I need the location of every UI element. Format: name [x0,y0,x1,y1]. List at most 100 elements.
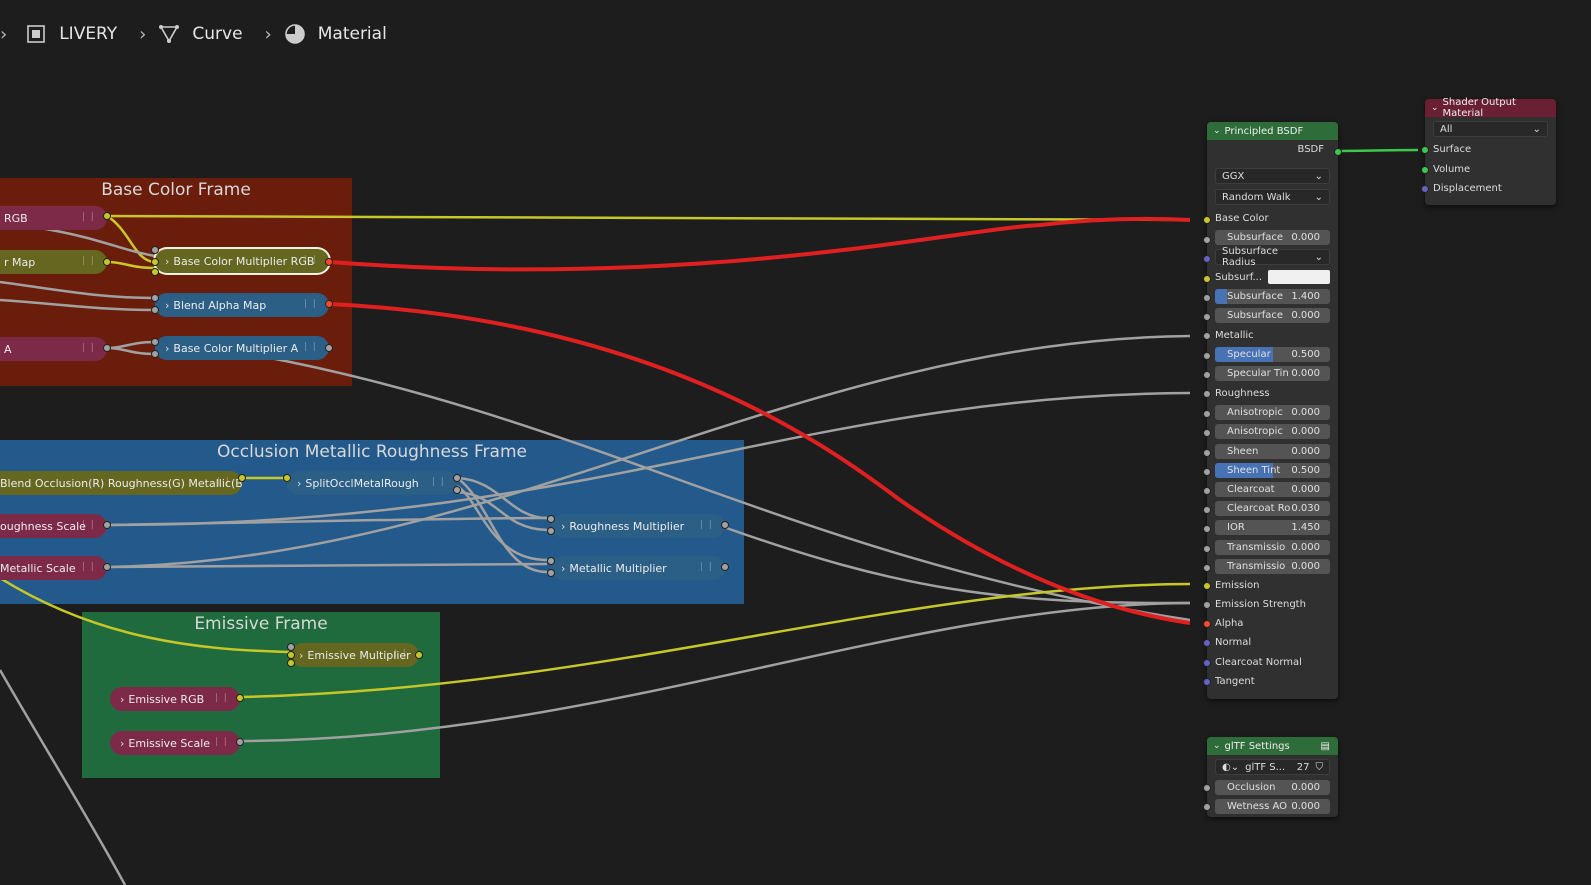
subsurface-aniso-socket[interactable] [1203,313,1211,321]
output-socket[interactable] [103,258,111,266]
output-socket[interactable] [325,344,333,352]
group-node-base-color-multiplier-a[interactable]: ›Base Color Multiplier A❘❘ [155,336,329,360]
surface-socket[interactable] [1421,146,1429,154]
group-node-metallic-scale[interactable]: Metallic Scale❘❘ [0,556,107,580]
output-socket[interactable] [721,521,729,529]
base-color-socket[interactable] [1203,216,1211,224]
occlusion-socket[interactable] [1203,784,1211,792]
specular-tint-socket[interactable] [1203,371,1211,379]
roughness-input[interactable]: Roughness [1215,385,1330,401]
color-swatch[interactable] [1268,270,1330,284]
node-group-selector[interactable]: ◐⌄ glTF S... 27 ⛉ [1215,759,1330,775]
specular-socket[interactable] [1203,352,1211,360]
input-socket[interactable] [547,557,555,565]
output-socket[interactable] [415,651,423,659]
breadcrumb-object[interactable]: LIVERY [25,23,117,45]
group-node-split-orm[interactable]: ›SplitOcclMetalRough❘❘ [287,471,457,495]
input-socket[interactable] [547,515,555,523]
target-select[interactable]: All⌄ [1433,121,1548,137]
distribution-select[interactable]: GGX⌄ [1215,168,1330,184]
subsurface-radius-socket[interactable] [1203,255,1211,263]
fake-user-icon[interactable]: ⛉ [1315,761,1324,773]
volume-socket[interactable] [1421,166,1429,174]
output-socket[interactable] [103,212,111,220]
roughness-socket[interactable] [1203,390,1211,398]
emission-strength-socket[interactable] [1203,601,1211,609]
wetness-ao-socket[interactable] [1203,803,1211,811]
collapse-icon[interactable]: ⌄ [1213,126,1221,136]
transmission-socket[interactable] [1203,545,1211,553]
input-socket[interactable] [151,350,159,358]
output-socket[interactable] [236,694,244,702]
output-socket[interactable] [238,474,246,482]
base-color-input[interactable]: Base Color [1215,210,1330,226]
group-node-metallic-multiplier[interactable]: ›Metallic Multiplier❘❘ [551,556,725,580]
alpha-input[interactable]: Alpha [1215,615,1330,631]
input-socket[interactable] [547,527,555,535]
sheen-tint-socket[interactable] [1203,468,1211,476]
tangent-input[interactable]: Tangent [1215,673,1330,689]
anisotropic-rotation-socket[interactable] [1203,429,1211,437]
output-socket[interactable] [236,738,244,746]
emission-socket[interactable] [1203,582,1211,590]
alpha-socket[interactable] [1203,620,1211,628]
anisotropic-socket[interactable] [1203,410,1211,418]
output-socket[interactable] [103,344,111,352]
principled-bsdf-node[interactable]: ⌄Principled BSDF BSDF GGX⌄ Random Walk⌄ … [1207,122,1338,699]
subsurface-method-select[interactable]: Random Walk⌄ [1215,189,1330,205]
output-socket[interactable] [325,258,333,266]
input-socket[interactable] [151,294,159,302]
input-socket[interactable] [287,643,295,651]
group-node-blend-alpha-map[interactable]: ›Blend Alpha Map❘❘ [155,293,329,317]
normal-input[interactable]: Normal [1215,634,1330,650]
output-socket[interactable] [453,486,461,494]
group-node-emissive-rgb[interactable]: ›Emissive RGB❘❘ [110,687,240,711]
breadcrumb-curve[interactable]: Curve [158,23,243,45]
gltf-settings-node[interactable]: ⌄glTF Settings▤ ◐⌄ glTF S... 27 ⛉ Occlus… [1207,737,1338,817]
emission-input[interactable]: Emission [1215,577,1330,593]
metallic-socket[interactable] [1203,332,1211,340]
displacement-socket[interactable] [1421,185,1429,193]
displacement-input[interactable]: Displacement [1433,180,1548,196]
clearcoat-socket[interactable] [1203,487,1211,495]
output-socket[interactable] [721,563,729,571]
group-node-roughness-multiplier[interactable]: ›Roughness Multiplier❘❘ [551,514,725,538]
node-header[interactable]: ⌄Principled BSDF [1207,122,1338,140]
clearcoat-normal-input[interactable]: Clearcoat Normal [1215,654,1330,670]
subsurface-socket[interactable] [1203,236,1211,244]
input-socket[interactable] [151,268,159,276]
subsurface-color-socket[interactable] [1203,275,1211,283]
surface-input[interactable]: Surface [1433,141,1548,157]
node-header[interactable]: ⌄glTF Settings▤ [1207,737,1338,755]
collapse-icon[interactable]: ⌄ [1431,103,1439,113]
subsurface-radius-select[interactable]: Subsurface Radius⌄ [1215,246,1330,268]
output-socket[interactable] [103,563,111,571]
shader-output-node[interactable]: ⌄Shader Output Material All⌄ Surface Vol… [1425,97,1556,205]
metallic-input[interactable]: Metallic [1215,327,1330,343]
subsurface-ior-socket[interactable] [1203,294,1211,302]
group-node-emissive-multiplier[interactable]: ›Emissive Multiplier❘❘ [291,643,419,667]
group-node-base-color-multiplier-rgb[interactable]: ›Base Color Multiplier RGB❘❘ [155,249,329,273]
tangent-socket[interactable] [1203,678,1211,686]
group-node-map[interactable]: r Map❘❘ [0,250,107,274]
group-node-orm-map[interactable]: Blend Occlusion(R) Roughness(G) Metallic… [0,471,242,495]
group-node-a[interactable]: A❘❘ [0,337,107,361]
node-header[interactable]: ⌄Shader Output Material [1425,97,1556,119]
bsdf-output-socket[interactable] [1334,148,1342,156]
input-socket[interactable] [151,306,159,314]
breadcrumb-material[interactable]: Material [284,23,387,45]
input-socket[interactable] [547,569,555,577]
input-socket[interactable] [151,258,159,266]
sheen-socket[interactable] [1203,449,1211,457]
output-socket[interactable] [325,300,333,308]
group-node-emissive-scale[interactable]: ›Emissive Scale❘❘ [110,731,240,755]
clearcoat-roughness-socket[interactable] [1203,506,1211,514]
transmission-roughness-socket[interactable] [1203,564,1211,572]
